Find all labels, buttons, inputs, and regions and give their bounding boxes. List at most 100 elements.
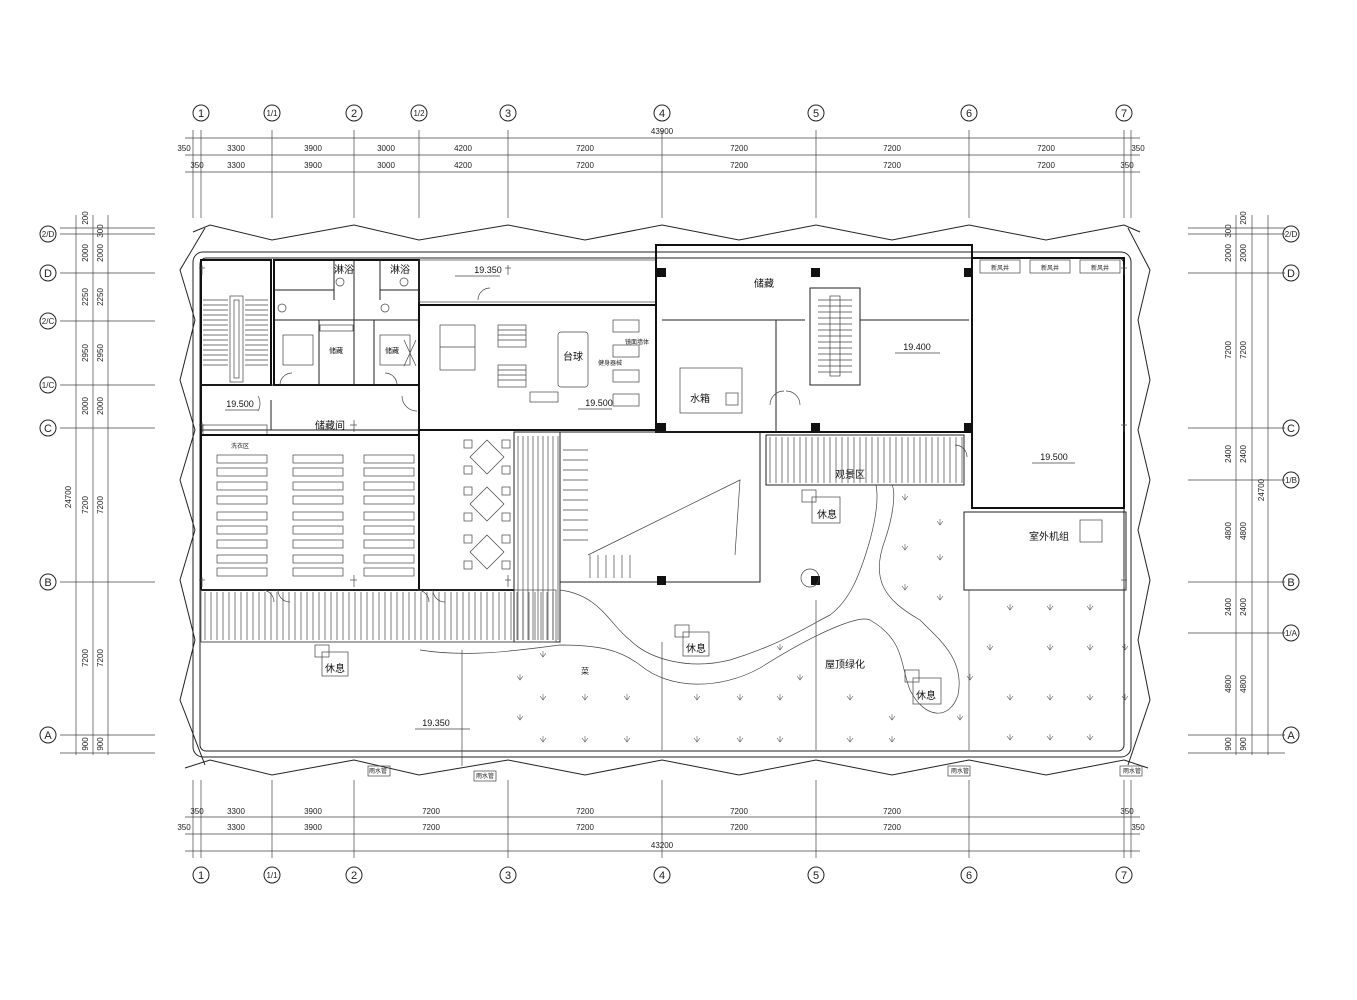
dim-right-total: 24700 (1257, 478, 1266, 501)
dim-left-i-0: 300 (96, 224, 105, 238)
dim-right-i-3: 2400 (1224, 445, 1233, 463)
dim-top-r2-4: 4200 (454, 161, 472, 170)
dim-top-r2-7: 7200 (883, 161, 901, 170)
dim-top-r2-3: 3000 (377, 161, 395, 170)
dim-bot-r1-4: 7200 (576, 807, 594, 816)
elev-19-500-left: 19.500 (226, 399, 254, 409)
room-fresh-air-1: 新风井 (991, 264, 1009, 272)
dim-right-o-3: 2400 (1239, 445, 1248, 463)
grass-mark-icon (888, 736, 896, 743)
perimeter-columns (199, 265, 1127, 587)
dim-right-o-6: 4800 (1239, 675, 1248, 693)
axis-top-7: 7 (1121, 108, 1127, 120)
grass-mark-icon (986, 644, 994, 651)
room-rest-2: 休息 (686, 642, 706, 655)
room-viewing: 观景区 (835, 469, 865, 481)
bed-rows (216, 454, 415, 577)
room-storage-room: 储藏间 (315, 419, 345, 432)
dim-left-o-5: 7200 (81, 496, 90, 514)
axis-bot-2: 2 (351, 870, 357, 882)
dim-left-i-2: 2250 (96, 288, 105, 306)
dim-top-r2-5: 7200 (576, 161, 594, 170)
axis-right-1b: 1/B (1285, 476, 1297, 485)
dim-top-total: 43900 (651, 127, 674, 136)
room-shower-1: 淋浴 (334, 263, 354, 276)
grass-mark-icon (966, 674, 974, 681)
dim-right-o-4: 4800 (1239, 522, 1248, 540)
dim-bot-r2-1: 3300 (227, 823, 245, 832)
room-storage-small-1: 储藏 (329, 346, 343, 355)
green-roof: 屋顶绿化 菜 (201, 484, 1129, 750)
dim-top-r1-7: 7200 (883, 144, 901, 153)
right-dimension-lines: 200 2000 7200 2400 4800 2400 4800 900 30… (1188, 211, 1285, 755)
axis-left-c: C (44, 423, 52, 435)
room-gym: 健身器械 (598, 359, 622, 367)
grass-mark-icon (1006, 694, 1014, 701)
room-fresh-air-3: 新风井 (1091, 264, 1109, 272)
axis-left-b: B (44, 577, 51, 589)
atrium-stair (513, 431, 820, 643)
axis-top-6: 6 (966, 108, 972, 120)
top-dimension-lines: 43900 350 3300 3900 3000 4200 7200 7200 … (177, 127, 1145, 218)
axis-right-d: D (1287, 268, 1295, 280)
room-sink: 洗衣区 (231, 442, 249, 450)
axis-bot-7: 7 (1121, 870, 1127, 882)
rest-areas: 休息 休息 休息 休息 (314, 489, 942, 705)
room-roof-green: 屋顶绿化 (825, 658, 865, 671)
grass-mark-icon (693, 736, 701, 743)
axis-bot-4: 4 (659, 870, 665, 882)
grass-mark-icon (776, 644, 784, 651)
room-vegetables: 菜 (581, 666, 589, 676)
dim-top-r1-6: 7200 (730, 144, 748, 153)
dim-left-o-6: 7200 (81, 649, 90, 667)
grass-mark-icon (901, 584, 909, 591)
axis-right-c: C (1287, 423, 1295, 435)
grass-mark-icon (1046, 694, 1054, 701)
dim-bot-total: 43200 (651, 841, 674, 850)
grass-mark-icon (846, 694, 854, 701)
dim-right-i-6: 4800 (1224, 675, 1233, 693)
grass-mark-icon (1086, 644, 1094, 651)
dim-left-o-0: 200 (81, 211, 90, 225)
grass-mark-icon (581, 694, 589, 701)
viewing-area: 观景区 (765, 434, 965, 486)
grass-mark-icon (1121, 694, 1129, 701)
dim-right-o-2: 7200 (1239, 341, 1248, 359)
elev-19-400: 19.400 (903, 342, 931, 352)
grass-mark-icon (1046, 604, 1054, 611)
dim-top-r1-4: 4200 (454, 144, 472, 153)
dim-left-o-1: 2000 (81, 244, 90, 262)
grass-mark-icon (1121, 644, 1129, 651)
drain-4: 雨水管 (1123, 767, 1141, 775)
bathroom-block: 淋浴 淋浴 储藏 储藏 (273, 259, 420, 386)
right-axis-bubbles: 2/D D C 1/B B 1/A A (1282, 225, 1300, 744)
dim-right-i-4: 4800 (1224, 522, 1233, 540)
room-shower-2: 淋浴 (390, 263, 410, 276)
grass-mark-icon (539, 736, 547, 743)
dim-right-o-7: 900 (1239, 737, 1248, 751)
dim-top-r1-0: 350 (177, 144, 191, 153)
dim-bot-r2-7: 350 (1131, 823, 1145, 832)
dim-bot-r2-0: 350 (177, 823, 191, 832)
drain-2: 雨水管 (476, 772, 494, 780)
room-rest-3: 休息 (817, 508, 837, 521)
dim-left-o-7: 900 (81, 737, 90, 751)
dim-left-i-3: 2950 (96, 344, 105, 362)
drain-1: 雨水管 (369, 767, 387, 775)
dim-bot-r2-2: 3900 (304, 823, 322, 832)
dim-bot-r1-3: 7200 (422, 807, 440, 816)
grass-mark-icon (1086, 694, 1094, 701)
bottom-annotations: 19.350 雨水管 雨水管 雨水管 雨水管 (367, 650, 1143, 782)
grass-mark-icon (901, 544, 909, 551)
dim-bot-r2-5: 7200 (730, 823, 748, 832)
axis-top-5: 5 (813, 108, 819, 120)
room-water-tank: 水箱 (690, 392, 710, 405)
dim-right-i-5: 2400 (1224, 598, 1233, 616)
axis-top-3: 3 (505, 108, 511, 120)
dim-bot-r2-4: 7200 (576, 823, 594, 832)
room-outdoor-unit: 室外机组 (1029, 530, 1069, 543)
grass-mark-icon (516, 714, 524, 721)
grass-mark-icon (956, 714, 964, 721)
elev-19-350-bottom: 19.350 (422, 718, 450, 728)
